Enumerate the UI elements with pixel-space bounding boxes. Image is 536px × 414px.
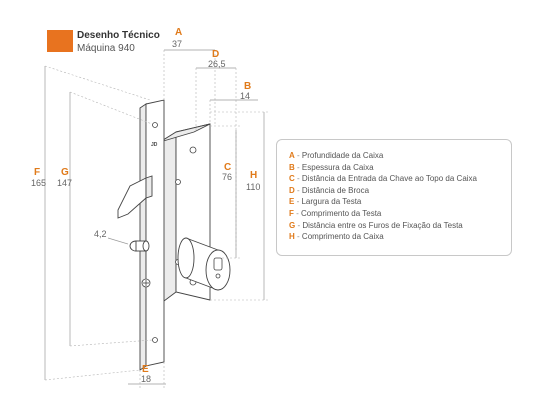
- dim-latch: 4,2: [94, 229, 129, 245]
- legend-text: Distância de Broca: [301, 185, 370, 195]
- dim-d: D 26,5: [195, 49, 237, 250]
- dim-b-value: 14: [240, 91, 250, 101]
- legend-letter: D: [289, 185, 295, 195]
- legend-item: H - Comprimento da Caixa: [289, 231, 501, 243]
- legend-letter: H: [289, 232, 295, 242]
- dim-d-letter: D: [212, 49, 219, 60]
- dim-e: E 18: [128, 362, 166, 388]
- cylinder-back: [177, 237, 195, 279]
- legend-separator: -: [297, 174, 300, 184]
- dim-f-value: 165: [31, 178, 46, 188]
- header-title: Desenho Técnico: [77, 30, 160, 41]
- keyhole-pin: [215, 273, 221, 279]
- dim-g-letter: G: [61, 167, 69, 178]
- dim-e-value: 18: [141, 374, 151, 384]
- legend-item: E - Largura da Testa: [289, 196, 501, 208]
- legend-letter: F: [289, 208, 294, 218]
- legend-separator: -: [297, 220, 301, 230]
- dim-b-letter: B: [244, 81, 251, 92]
- faceplate-marking: JD: [151, 142, 158, 148]
- legend-item: B - Espessura da Caixa: [289, 162, 501, 174]
- legend-text: Distância entre os Furos de Fixação da T…: [302, 220, 463, 230]
- latch-hook-side: [145, 175, 153, 199]
- dim-g-value: 147: [57, 178, 72, 188]
- dim-a: A 37: [163, 27, 216, 124]
- dim-h-letter: H: [250, 170, 257, 181]
- legend-item: G - Distância entre os Furos de Fixação …: [289, 220, 501, 232]
- legend-letter: C: [289, 174, 295, 184]
- dim-h: H 110: [210, 111, 268, 301]
- dim-e-letter: E: [142, 364, 149, 375]
- legend-item: A - Profundidade da Caixa: [289, 150, 501, 162]
- dim-g: G 147: [57, 91, 153, 347]
- dim-h-value: 110: [246, 182, 260, 192]
- legend-text: Comprimento da Caixa: [301, 232, 384, 242]
- hook-latch: [117, 175, 153, 252]
- faceplate: JD: [139, 99, 165, 371]
- faceplate-front: [145, 99, 165, 367]
- legend-item: C - Distância da Entrada da Chave ao Top…: [289, 173, 501, 185]
- faceplate-screw-hole: [152, 337, 158, 343]
- dim-f: F 165: [31, 65, 151, 381]
- dim-c-value: 76: [222, 172, 232, 182]
- legend-text: Profundidade da Caixa: [301, 151, 384, 160]
- legend-item: D - Distância de Broca: [289, 185, 501, 197]
- brand-swatch: [47, 30, 73, 52]
- dim-b: B 14: [209, 81, 258, 124]
- case-top-face: [159, 123, 211, 143]
- dim-f-letter: F: [34, 167, 40, 178]
- legend-separator: -: [297, 162, 300, 172]
- faceplate-edge: [139, 103, 147, 371]
- legend-separator: -: [296, 197, 300, 207]
- legend-text: Largura da Testa: [301, 197, 362, 207]
- dim-a-letter: A: [175, 27, 182, 38]
- dim-d-value: 26,5: [208, 59, 226, 69]
- legend-letter: A: [289, 151, 295, 160]
- legend-separator: -: [297, 151, 300, 160]
- legend-separator: -: [297, 232, 300, 242]
- header-subtitle: Máquina 940: [77, 43, 135, 54]
- key-cylinder: [177, 237, 231, 291]
- case-hole: [175, 179, 181, 185]
- dim-latch-value: 4,2: [94, 229, 107, 239]
- legend-text: Espessura da Caixa: [301, 162, 374, 172]
- legend-text: Comprimento da Testa: [301, 208, 382, 218]
- legend-item: F - Comprimento da Testa: [289, 208, 501, 220]
- legend-letter: E: [289, 197, 295, 207]
- keyhole: [213, 257, 223, 271]
- legend-letter: B: [289, 162, 295, 172]
- dim-c-letter: C: [224, 162, 231, 173]
- latch-bolt-end: [142, 240, 150, 252]
- legend-letter: G: [289, 220, 296, 230]
- legend-separator: -: [297, 185, 300, 195]
- dim-c: C 76: [210, 125, 240, 259]
- faceplate-screw-hole: [152, 122, 158, 128]
- dim-a-value: 37: [172, 39, 182, 49]
- dimension-legend: A - Profundidade da Caixa B - Espessura …: [276, 139, 512, 256]
- legend-text: Distância da Entrada da Chave ao Topo da…: [301, 174, 477, 184]
- legend-separator: -: [296, 208, 299, 218]
- case-hole: [189, 146, 197, 154]
